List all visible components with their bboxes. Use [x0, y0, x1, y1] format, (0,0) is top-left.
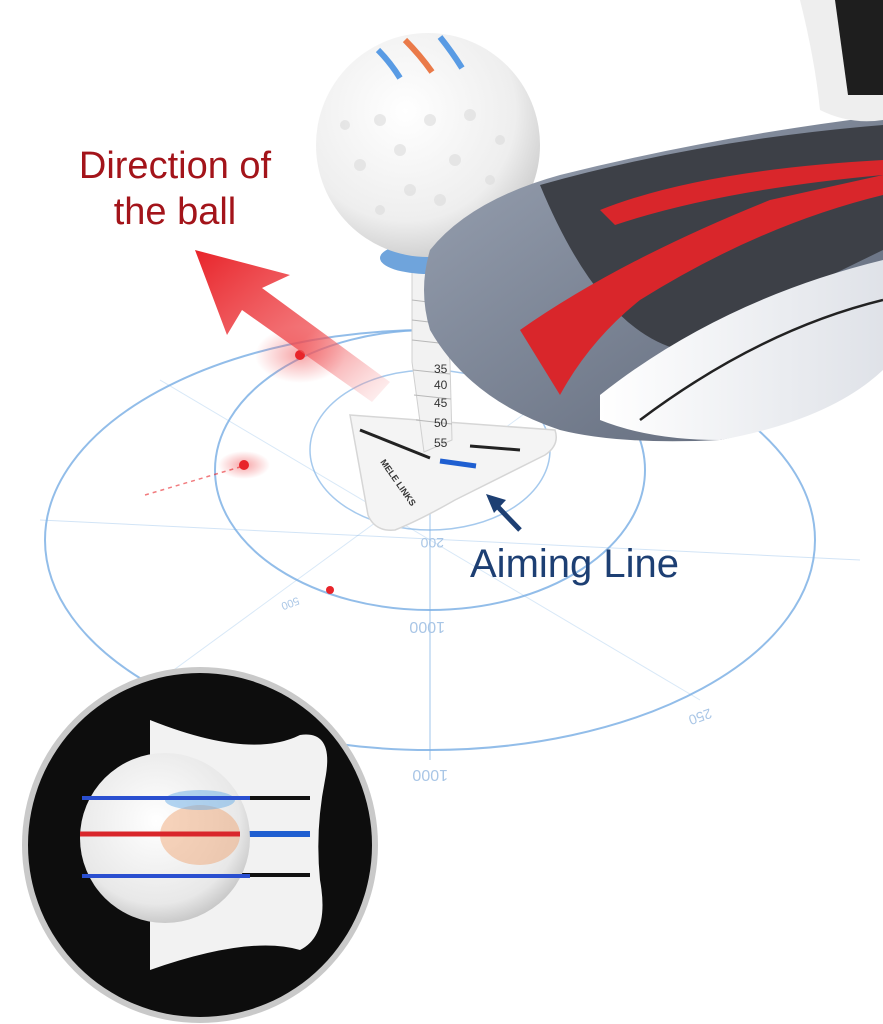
distance-marks: 200 1000 1000 250 500	[279, 535, 714, 783]
scale-mark: 45	[434, 396, 448, 410]
scale-mark: 35	[434, 362, 448, 376]
distance-mark: 500	[279, 594, 300, 612]
direction-label-line1: Direction of	[78, 145, 272, 187]
golf-ball	[316, 33, 540, 257]
scale-mark: 55	[434, 436, 448, 450]
distance-mark: 250	[686, 705, 714, 728]
tee-base: MELE LINKS	[349, 414, 557, 531]
direction-label: Direction of the ball	[40, 143, 310, 235]
aiming-line-label: Aiming Line	[470, 542, 680, 586]
direction-label-line2: the ball	[113, 191, 237, 233]
target-dots	[144, 327, 345, 594]
distance-mark: 1000	[409, 618, 445, 635]
scale-mark: 40	[434, 378, 448, 392]
distance-mark: 200	[420, 535, 444, 551]
aiming-arrow-icon	[486, 494, 522, 532]
distance-mark: 1000	[412, 766, 448, 783]
golf-club-head	[424, 0, 883, 442]
inset-closeup	[22, 667, 378, 1023]
scale-mark: 50	[434, 416, 448, 430]
direction-arrow-icon	[195, 250, 390, 402]
